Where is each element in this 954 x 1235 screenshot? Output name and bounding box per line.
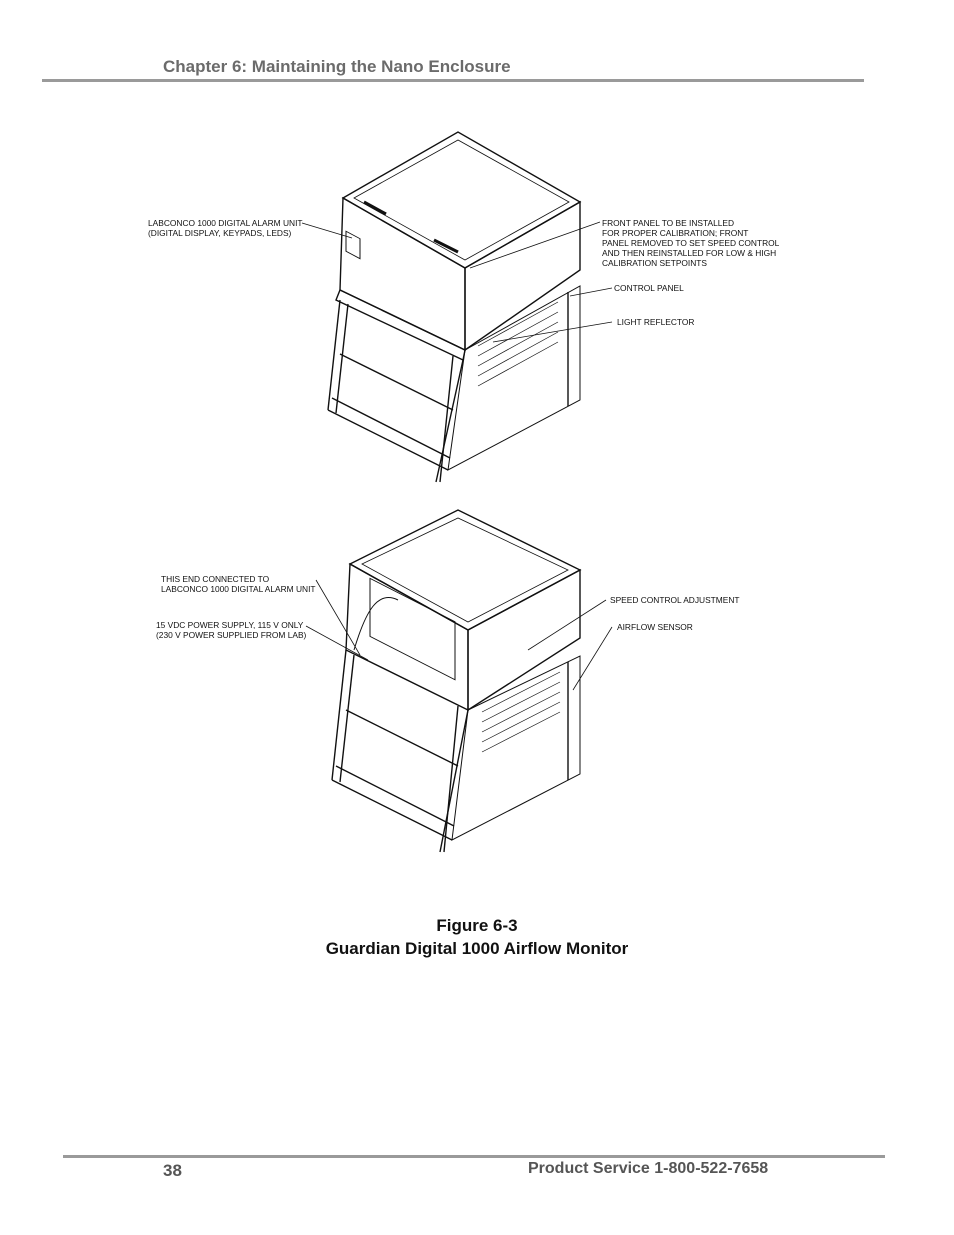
callout-speed-control: SPEED CONTROL ADJUSTMENT [610, 595, 740, 605]
callout-end-connected-line1: THIS END CONNECTED TO [161, 574, 270, 584]
chapter-title: Chapter 6: Maintaining the Nano Enclosur… [163, 57, 511, 76]
figure-number: Figure 6-3 [436, 916, 518, 935]
callout-front-panel-line4: AND THEN REINSTALLED FOR LOW & HIGH [602, 248, 776, 258]
callout-front-panel-line1: FRONT PANEL TO BE INSTALLED [602, 218, 734, 228]
callout-power-supply-line1: 15 VDC POWER SUPPLY, 115 V ONLY [156, 620, 304, 630]
callout-front-panel-line3: PANEL REMOVED TO SET SPEED CONTROL [602, 238, 780, 248]
page-number: 38 [163, 1161, 182, 1180]
callout-front-panel-line5: CALIBRATION SETPOINTS [602, 258, 707, 268]
callout-alarm-unit-line1: LABCONCO 1000 DIGITAL ALARM UNIT [148, 218, 303, 228]
callout-end-connected-line2: LABCONCO 1000 DIGITAL ALARM UNIT [161, 584, 316, 594]
enclosure-top-drawing [301, 131, 613, 483]
enclosure-drawing: LABCONCO 1000 DIGITAL ALARM UNIT (DIGITA… [148, 131, 780, 853]
figure-title: Guardian Digital 1000 Airflow Monitor [325, 939, 629, 958]
product-service-phone: Product Service 1-800-522-7658 [528, 1160, 769, 1177]
callout-alarm-unit-line2: (DIGITAL DISPLAY, KEYPADS, LEDS) [148, 228, 292, 238]
callout-airflow-sensor: AIRFLOW SENSOR [617, 622, 693, 632]
callout-control-panel: CONTROL PANEL [614, 283, 684, 293]
footer-rule [63, 1155, 885, 1158]
header-rule [42, 79, 864, 82]
callout-power-supply-line2: (230 V POWER SUPPLIED FROM LAB) [156, 630, 307, 640]
callout-front-panel-line2: FOR PROPER CALIBRATION; FRONT [602, 228, 748, 238]
figure-airflow-monitor: LABCONCO 1000 DIGITAL ALARM UNIT (DIGITA… [118, 110, 798, 890]
callout-light-reflector: LIGHT REFLECTOR [617, 317, 694, 327]
enclosure-bottom-drawing [305, 509, 613, 853]
